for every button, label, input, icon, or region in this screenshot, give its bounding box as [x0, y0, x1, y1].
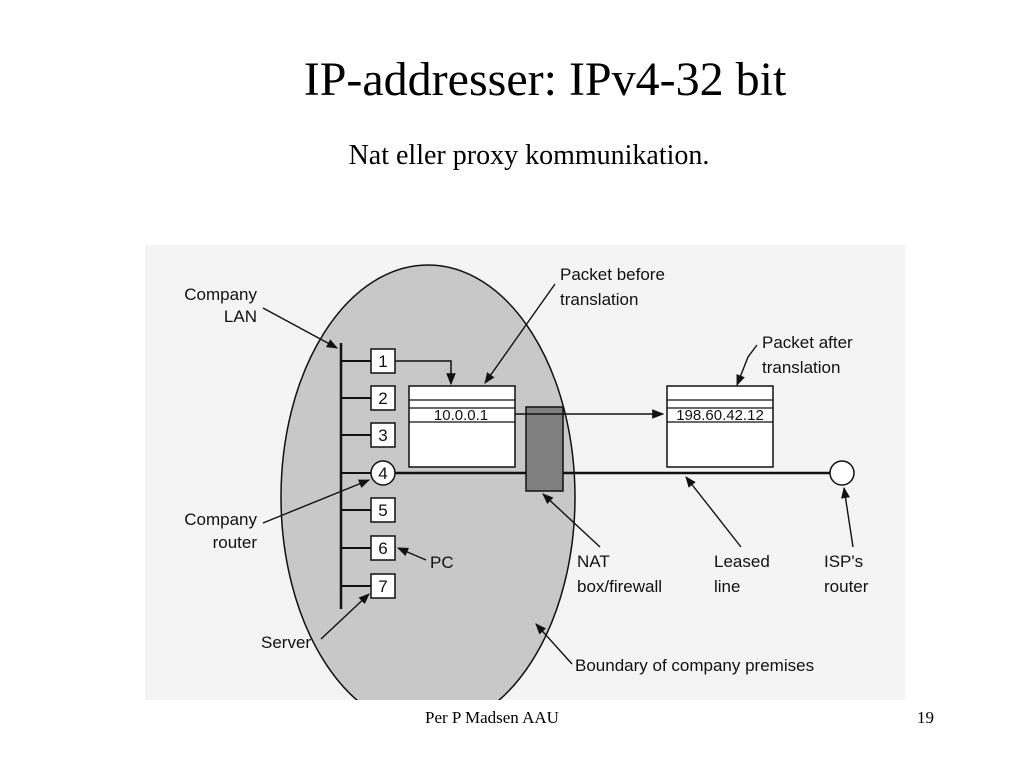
packet-after-arrow	[736, 344, 758, 387]
host-3-box	[370, 422, 396, 448]
isp-router-label: router	[824, 577, 869, 596]
company-premises-boundary	[280, 264, 576, 700]
packet-after-label: Packet after	[762, 333, 853, 352]
packet-before-address: 10.0.0.1	[434, 407, 488, 424]
host-2-label: 2	[378, 389, 387, 408]
company-router-label: router	[213, 533, 258, 552]
packet-before-box	[408, 385, 516, 468]
host-3-label: 3	[378, 426, 387, 445]
host-1-label: 1	[378, 352, 387, 371]
packet-before-label: translation	[560, 290, 638, 309]
host-6-box	[370, 535, 396, 561]
leased-line-label: line	[714, 577, 740, 596]
company-lan-label: LAN	[224, 307, 257, 326]
slide-title: IP-addresser: IPv4-32 bit	[303, 53, 787, 106]
isp-router-arrow	[841, 486, 854, 548]
host-6-label: 6	[378, 539, 387, 558]
company-router-label: Company	[184, 510, 257, 529]
nat-label: box/firewall	[577, 577, 662, 596]
host-2-box	[370, 385, 396, 411]
packet-before-label: Packet before	[560, 265, 665, 284]
nat-label: NAT	[577, 552, 610, 571]
host-1-box	[370, 348, 396, 374]
pc-arrow	[396, 547, 427, 561]
host-7-label: 7	[378, 577, 387, 596]
host-7-box	[370, 573, 396, 599]
company-lan-label: Company	[184, 285, 257, 304]
host-4-label: 4	[378, 464, 387, 483]
packet-after-label: translation	[762, 358, 840, 377]
page-number: 19	[917, 708, 934, 727]
leased-line-label: Leased	[714, 552, 770, 571]
server-label: Server	[261, 633, 311, 652]
server-arrow	[320, 593, 370, 640]
host-5-label: 5	[378, 501, 387, 520]
slide-subtitle: Nat eller proxy kommunikation.	[348, 140, 710, 171]
nat-diagram: 1 2 3 4 5 6 7 10.0.0.1 198.60.42.12	[145, 245, 905, 700]
boundary-arrow	[535, 623, 573, 665]
footer-author: Per P Madsen AAU	[425, 708, 559, 727]
packet-after-box	[666, 385, 774, 468]
packet-after-address: 198.60.42.12	[676, 407, 764, 424]
nat-arrow	[542, 493, 601, 548]
packet-before-arrow	[484, 283, 556, 384]
leased-line-arrow	[685, 476, 742, 548]
nat-box	[525, 406, 564, 492]
boundary-label: Boundary of company premises	[575, 656, 814, 675]
isp-router-node	[829, 460, 855, 486]
pc-label: PC	[430, 553, 454, 572]
isp-router-label: ISP's	[824, 552, 863, 571]
company-router-arrow	[262, 479, 371, 524]
host1-to-packet-arrow	[395, 360, 456, 386]
company-lan-arrow	[262, 307, 338, 349]
host-5-box	[370, 497, 396, 523]
